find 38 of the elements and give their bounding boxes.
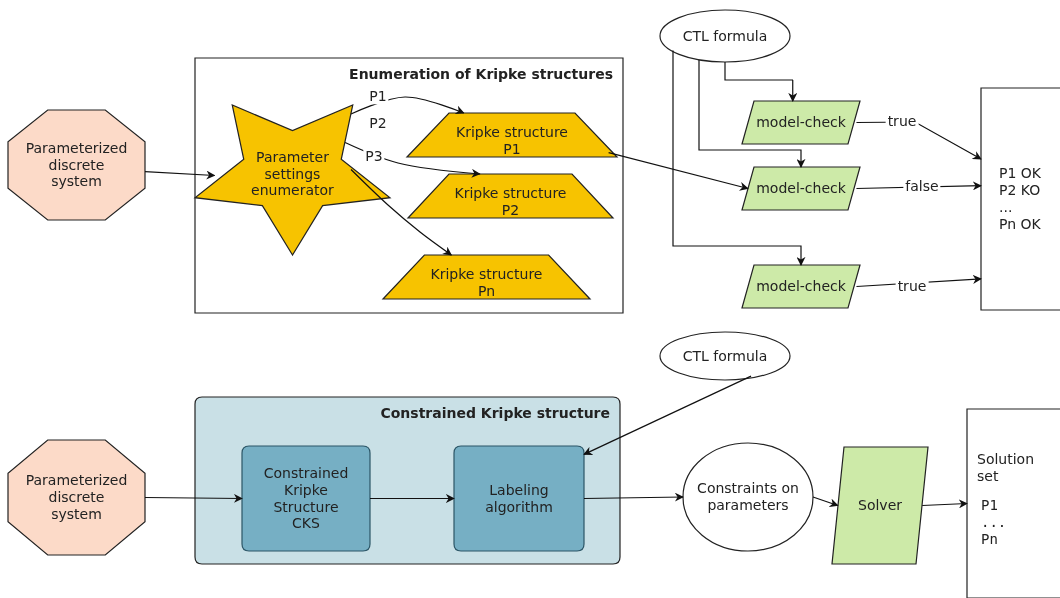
- edge-label: P1: [367, 89, 389, 105]
- node-label: P2 KO: [999, 182, 1041, 199]
- node-label: Constrained Kripke Structure CKS: [262, 464, 350, 533]
- node-label: model-check: [756, 278, 846, 295]
- arrow: [369, 494, 455, 503]
- arrow: [812, 496, 839, 508]
- node-label: model-check: [756, 114, 846, 131]
- node-label: Pn OK: [999, 215, 1041, 233]
- arrow: [350, 96, 465, 115]
- node-label: ...: [999, 199, 1013, 216]
- node-label: Kripke structure Pn: [429, 266, 544, 300]
- arrow: [583, 492, 684, 502]
- arrow: [698, 59, 806, 168]
- node-label: Kripke structure P1: [455, 124, 569, 158]
- arrow: [672, 49, 806, 266]
- node-label: Solver: [858, 497, 902, 514]
- node-label: Solution set: [977, 451, 1036, 485]
- node-label: P1 OK: [999, 165, 1041, 183]
- arrow: [921, 499, 968, 509]
- node-label: CTL formula: [682, 347, 768, 365]
- node-label: Parameterized discrete system: [24, 139, 129, 191]
- node-label: model-check: [756, 180, 846, 197]
- arrow: [344, 141, 481, 178]
- arrow: [608, 152, 749, 191]
- arrow: [144, 493, 243, 503]
- panel-heading: Constrained Kripke structure: [380, 405, 610, 421]
- arrow: [583, 375, 752, 456]
- node-label: Parameter settings enumerator: [250, 148, 335, 200]
- node-label: Constraints on parameters: [696, 480, 800, 514]
- node-label: Labeling algorithm: [484, 481, 554, 516]
- node-label: Parameterized discrete system: [24, 472, 129, 523]
- panel-heading: Enumeration of Kripke structures: [349, 66, 613, 82]
- arrow: [144, 170, 216, 180]
- arrow: [350, 168, 453, 256]
- solution-list: P1 ... Pn: [981, 497, 1007, 548]
- node-label: CTL formula: [682, 27, 768, 45]
- node-label: Kripke structure P2: [453, 185, 568, 219]
- arrow: [724, 61, 798, 102]
